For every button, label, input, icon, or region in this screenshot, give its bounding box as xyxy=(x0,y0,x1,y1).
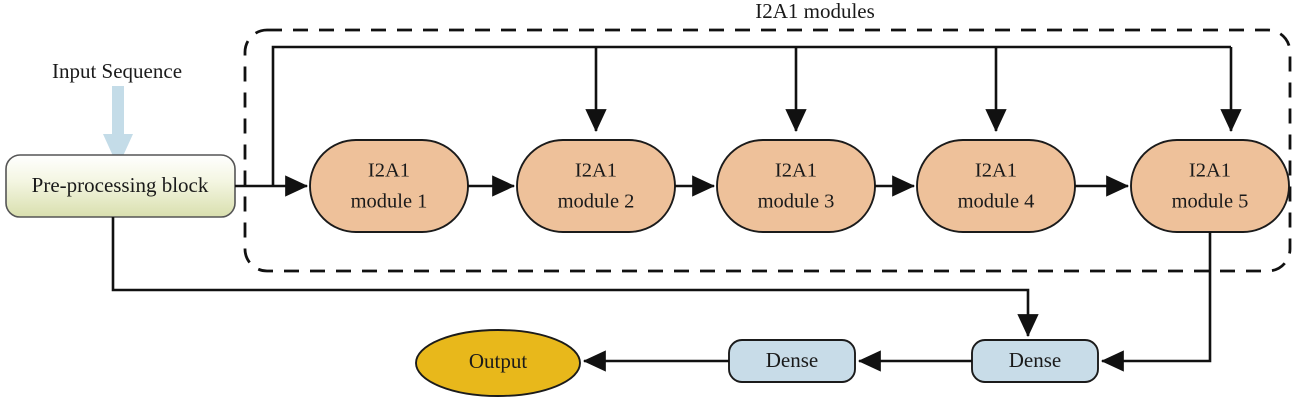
i2a1-module-2-shape xyxy=(516,139,676,233)
preprocessing-block-shape xyxy=(5,154,236,218)
module-5-to-dense-2-line xyxy=(1100,232,1212,372)
i2a1-module-5-shape xyxy=(1130,139,1290,233)
i2a1-module-4-shape xyxy=(916,139,1076,233)
i2a1-module-1-shape xyxy=(309,139,469,233)
distribution-bus-line xyxy=(271,45,1231,186)
output-node-shape xyxy=(415,329,581,397)
dense-block-1-shape xyxy=(728,339,856,383)
preprocessing-skip-connection xyxy=(111,217,1039,338)
input-sequence-arrow xyxy=(103,86,133,167)
i2a1-modules-dashed-boundary xyxy=(243,28,1292,273)
dense-block-2-shape xyxy=(971,339,1099,383)
i2a1-module-3-shape xyxy=(716,139,876,233)
